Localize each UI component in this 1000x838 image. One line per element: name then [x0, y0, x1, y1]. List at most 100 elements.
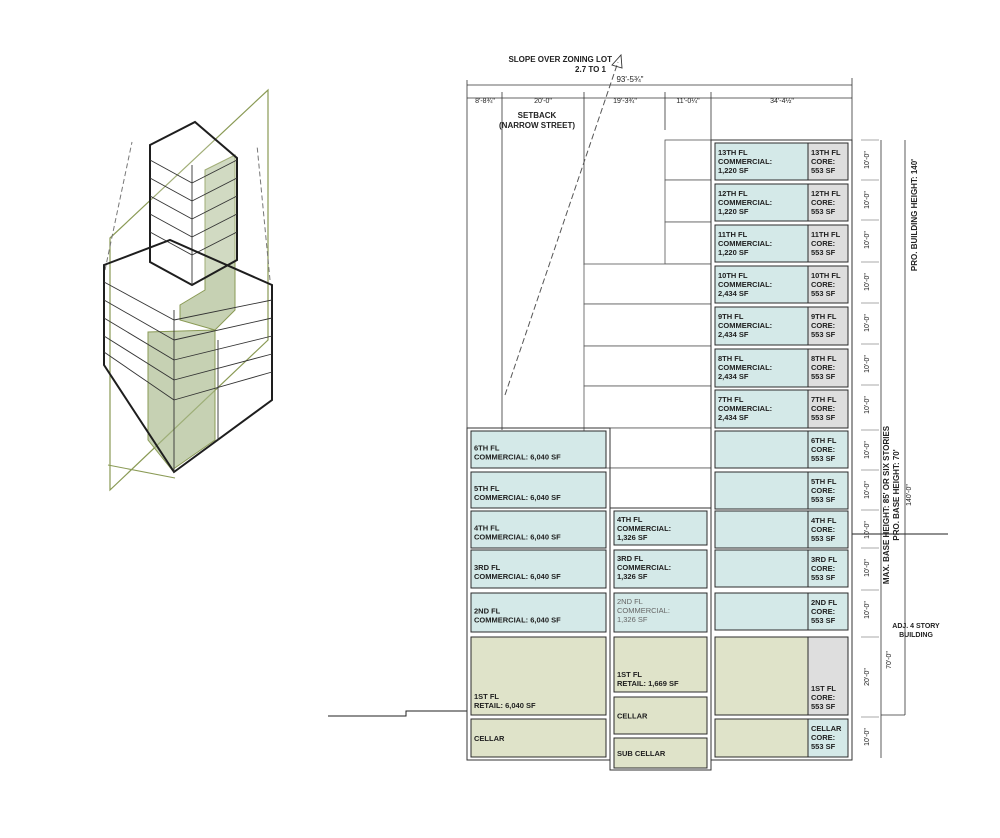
core-floor-label-3: 11TH FL: [811, 230, 841, 239]
ground-line: [328, 710, 467, 717]
core-label-7: CORE:: [811, 404, 835, 413]
middle-floor-area-2: 1,326 SF: [617, 572, 648, 581]
east-core-6: [807, 348, 849, 388]
floor-height-dim-2: 10'-0": [864, 191, 871, 209]
width-dimension-2: 20'-0": [534, 98, 552, 105]
middle-floor-label-1: 4TH FL: [617, 515, 643, 524]
east-floor-13: [714, 636, 809, 716]
slope-dashed-left: [104, 141, 133, 271]
east-floor-area-6: 2,434 SF: [718, 372, 749, 381]
floor-height-dim-3: 10'-0": [864, 231, 871, 249]
core-label-10: CORE:: [811, 525, 835, 534]
core-floor-label-4: 10TH FL: [811, 271, 841, 280]
core-floor-label-11: 3RD FL: [811, 555, 838, 564]
core-area-4: 553 SF: [811, 289, 836, 298]
width-dimension-5: 34'-4½": [770, 97, 794, 105]
east-floor-14: [714, 718, 809, 758]
core-floor-label-9: 5TH FL: [811, 477, 837, 486]
core-label-1: CORE:: [811, 157, 835, 166]
floor-height-dim-10: 10'-0": [864, 521, 871, 539]
middle-floor-1: [613, 510, 708, 546]
width-dimension-4: 11'-0¼": [676, 98, 700, 105]
west-floor-label-5: 2ND FL: [474, 607, 501, 616]
middle-floor-area-1: 1,326 SF: [617, 533, 648, 542]
middle-floor-3: [613, 592, 708, 633]
slope-label-line2: 2.7 TO 1: [575, 65, 607, 74]
east-core-10: [807, 510, 849, 549]
west-floor-area-7: CELLAR: [474, 734, 505, 743]
east-core-8: [807, 430, 849, 469]
middle-floor-label-4: 1ST FL: [617, 670, 642, 679]
core-area-14: 553 SF: [811, 742, 836, 751]
east-floor-label-6: 8TH FL: [718, 354, 744, 363]
core-label-8: CORE:: [811, 445, 835, 454]
core-floor-label-6: 8TH FL: [811, 354, 837, 363]
east-floor-label-2: 12TH FL: [718, 189, 748, 198]
east-floor-10: [714, 510, 809, 549]
floor-height-dim-14: 10'-0": [864, 728, 871, 746]
east-floor-11: [714, 549, 809, 588]
east-core-1: [807, 142, 849, 181]
middle-floor-use-6: SUB CELLAR: [617, 749, 666, 758]
core-label-11: CORE:: [811, 564, 835, 573]
west-floor-7: [470, 718, 607, 758]
core-label-12: CORE:: [811, 607, 835, 616]
core-floor-label-8: 6TH FL: [811, 436, 837, 445]
middle-floor-label-2: 3RD FL: [617, 554, 644, 563]
core-area-9: 553 SF: [811, 495, 836, 504]
core-floor-label-12: 2ND FL: [811, 598, 838, 607]
east-core-4: [807, 265, 849, 304]
east-floor-use-6: COMMERCIAL:: [718, 363, 772, 372]
east-floor-use-7: COMMERCIAL:: [718, 404, 772, 413]
middle-floor-label-3: 2ND FL: [617, 597, 643, 606]
core-label-6: CORE:: [811, 363, 835, 372]
west-floor-area-6: RETAIL: 6,040 SF: [474, 701, 536, 710]
core-label-13: CORE:: [811, 693, 835, 702]
middle-floor-area-3: 1,326 SF: [617, 615, 648, 624]
middle-base-outline: [609, 507, 712, 771]
core-area-7: 553 SF: [811, 413, 836, 422]
floor-height-dim-8: 10'-0": [864, 441, 871, 459]
east-floor-4: [714, 265, 809, 304]
east-floor-8: [714, 430, 809, 469]
west-floor-1: [470, 430, 607, 469]
core-label-4: CORE:: [811, 280, 835, 289]
east-floor-use-4: COMMERCIAL:: [718, 280, 772, 289]
east-floor-5: [714, 306, 809, 346]
west-floor-2: [470, 471, 607, 509]
east-floor-9: [714, 471, 809, 510]
east-core-2: [807, 183, 849, 222]
slope-label-line1: SLOPE OVER ZONING LOT: [508, 55, 612, 64]
west-floor-area-3: COMMERCIAL: 6,040 SF: [474, 533, 561, 542]
west-floor-6: [470, 636, 607, 716]
east-tower-outline: [710, 139, 853, 761]
west-floor-3: [470, 510, 607, 549]
width-dimension-1: 8'-8¾": [475, 98, 495, 105]
east-floor-area-5: 2,434 SF: [718, 330, 749, 339]
axon-ground-line: [107, 464, 176, 479]
east-core-3: [807, 224, 849, 263]
pro-building-height-label: PRO. BUILDING HEIGHT: 140': [910, 159, 919, 271]
west-floor-area-4: COMMERCIAL: 6,040 SF: [474, 572, 561, 581]
floor-height-dim-12: 10'-0": [864, 601, 871, 619]
height-140-label: 140'-0": [906, 484, 913, 506]
core-floor-label-2: 12TH FL: [811, 189, 841, 198]
east-floor-area-3: 1,220 SF: [718, 248, 749, 257]
west-floor-area-5: COMMERCIAL: 6,040 SF: [474, 616, 561, 625]
core-area-13: 553 SF: [811, 702, 836, 711]
core-floor-label-13: 1ST FL: [811, 684, 836, 693]
east-floor-area-1: 1,220 SF: [718, 166, 749, 175]
floor-height-dim-4: 10'-0": [864, 273, 871, 291]
overall-width-dimension: 93'-5¾": [616, 75, 643, 84]
core-floor-label-10: 4TH FL: [811, 516, 837, 525]
east-floor-label-1: 13TH FL: [718, 148, 748, 157]
setback-label-line2: (NARROW STREET): [499, 121, 575, 130]
east-floor-use-3: COMMERCIAL:: [718, 239, 772, 248]
adjacent-building-label2: BUILDING: [899, 632, 933, 639]
east-core-14: [807, 718, 849, 758]
middle-floor-6: [613, 737, 708, 769]
west-floor-label-2: 5TH FL: [474, 484, 500, 493]
